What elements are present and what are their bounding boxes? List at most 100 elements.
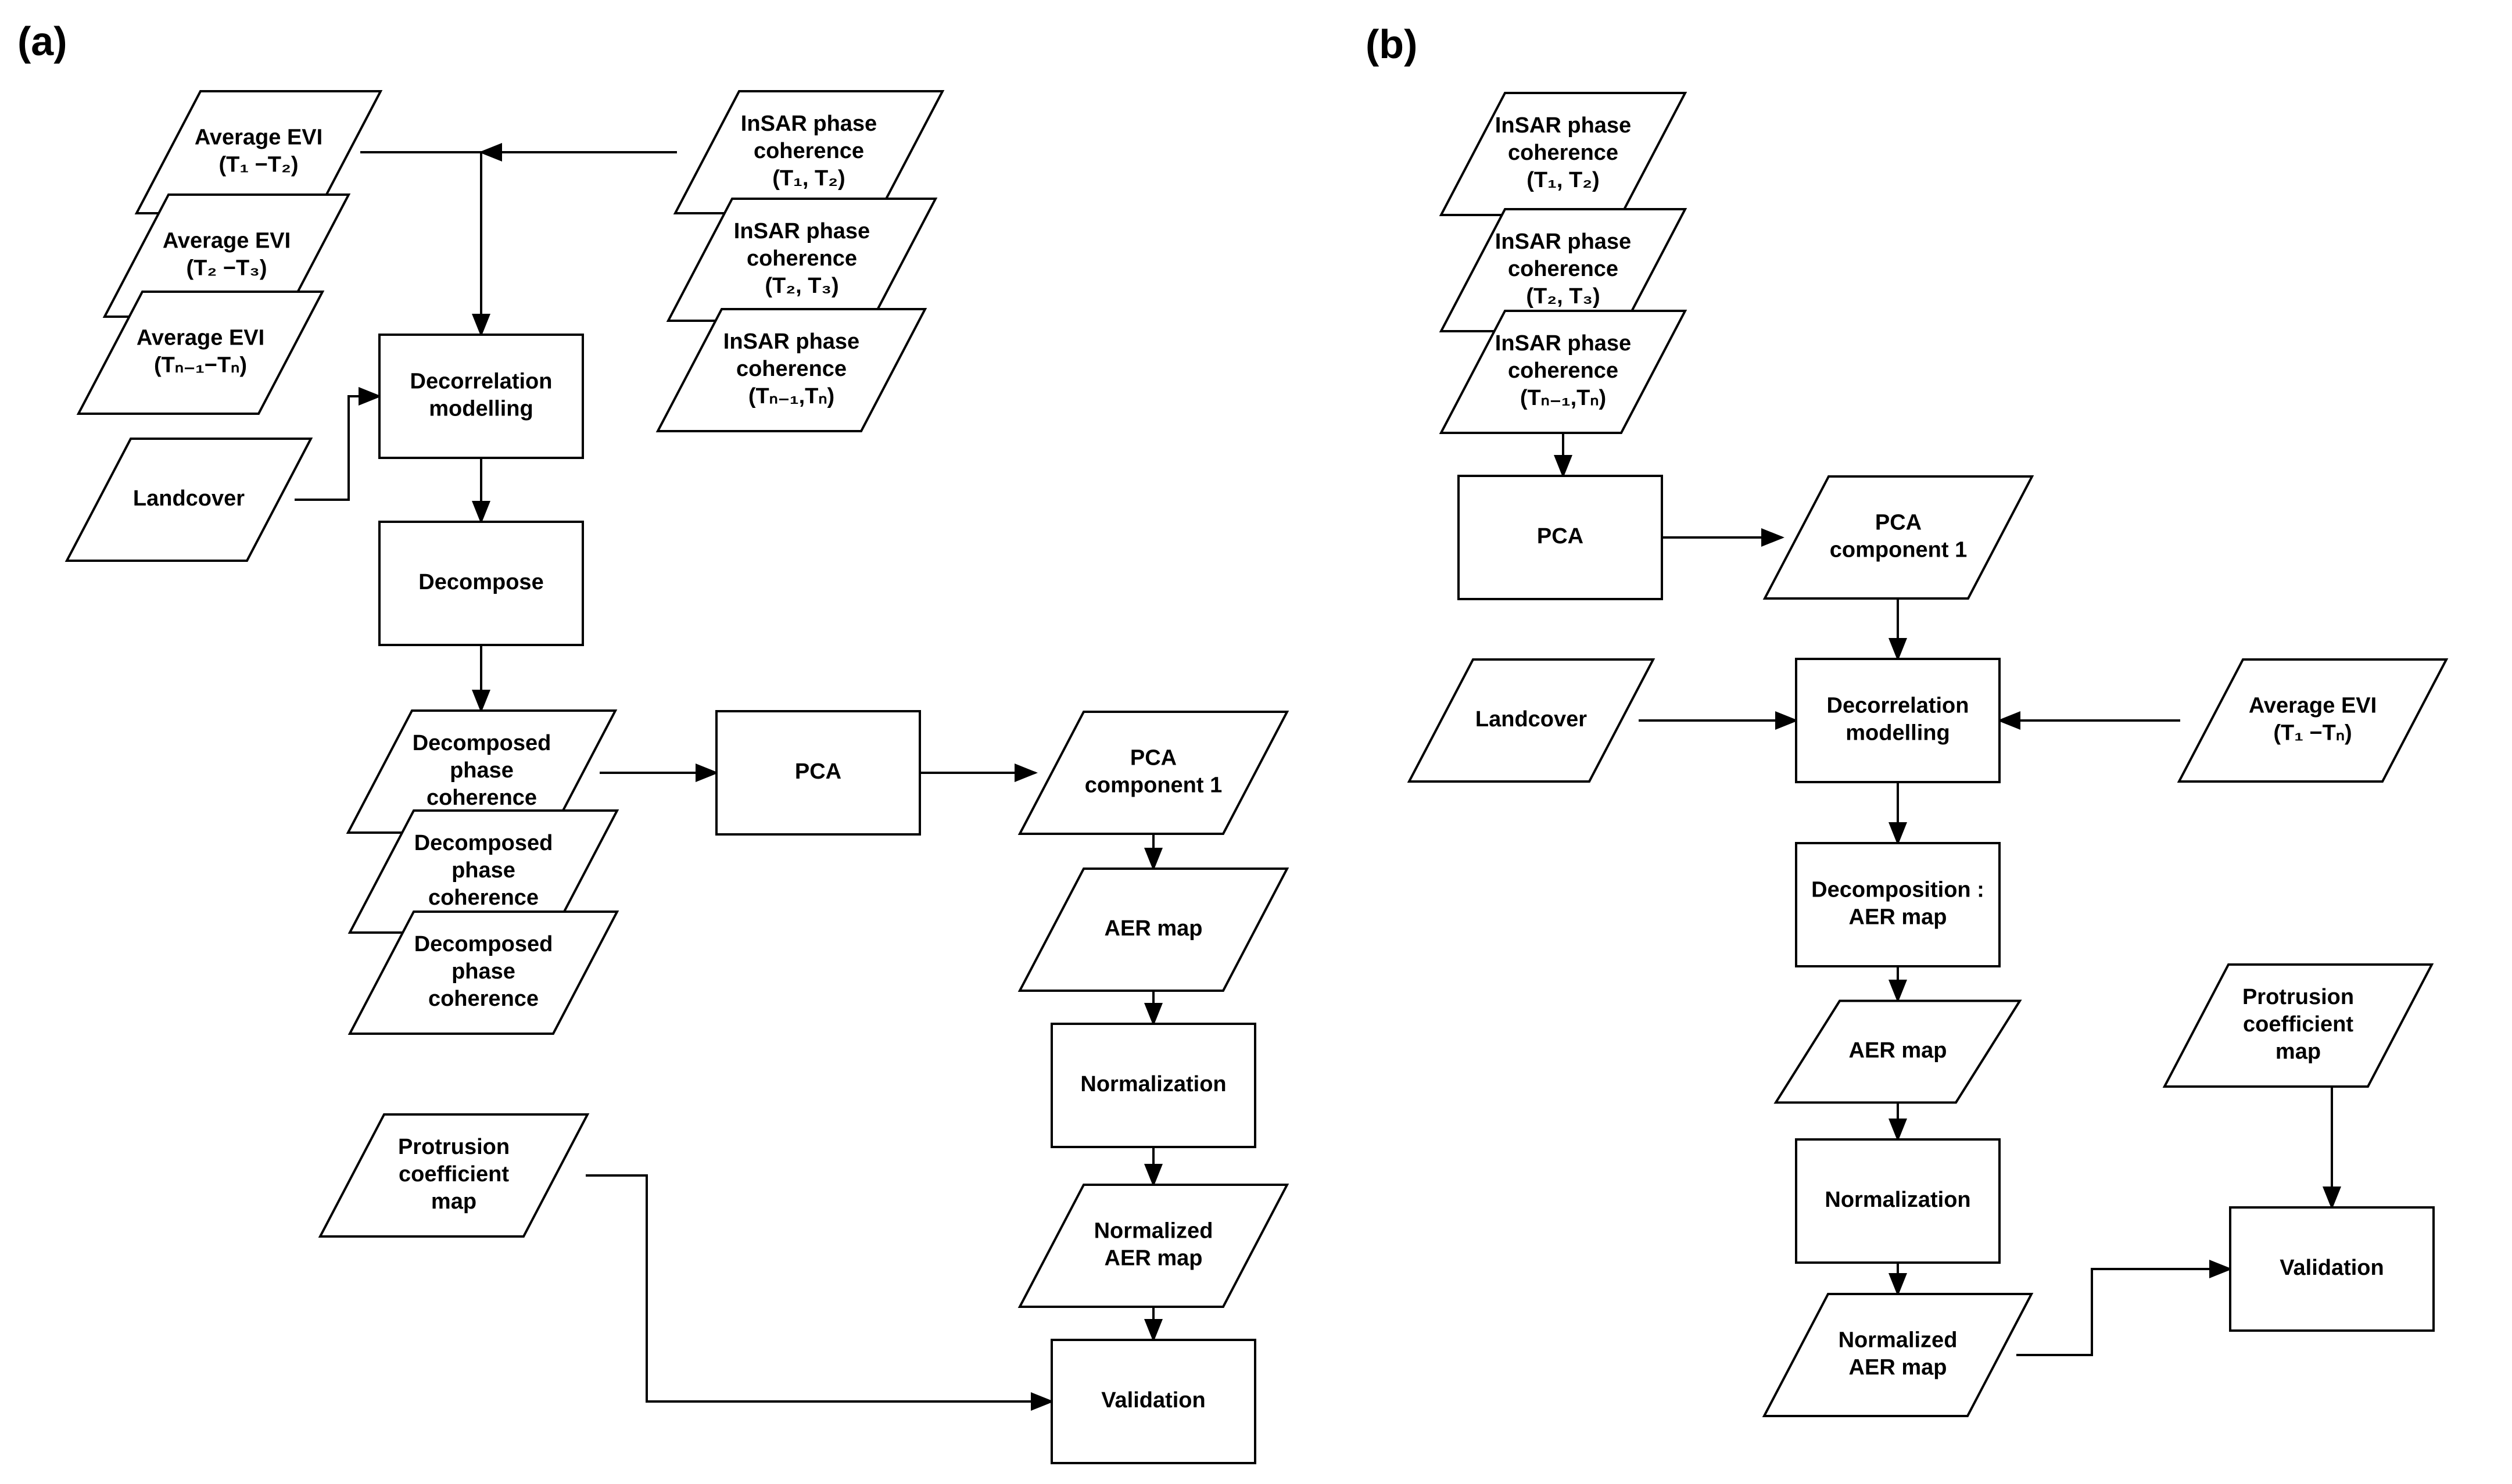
data-parallelogram bbox=[1773, 999, 2022, 1104]
data-node-b-evi: Average EVI(T₁ −Tₙ) bbox=[2177, 658, 2449, 783]
node-label-line: AER map bbox=[1105, 1246, 1203, 1271]
node-label-line: Validation bbox=[2280, 1256, 2384, 1280]
data-parallelogram bbox=[1762, 1293, 2034, 1417]
node-label-line: PCA bbox=[1875, 511, 1922, 535]
node-label-line: Average EVI bbox=[163, 229, 291, 253]
node-label-line: modelling bbox=[1846, 721, 1950, 745]
node-label-line: coherence bbox=[747, 246, 857, 271]
edge-layer bbox=[295, 143, 2341, 1411]
node-label-line: coherence bbox=[736, 357, 847, 381]
process-box-b-pca: PCA bbox=[1457, 475, 1663, 600]
node-label-line: InSAR phase bbox=[723, 329, 859, 354]
process-box-a-decomp: Decompose bbox=[378, 521, 584, 646]
data-node-a-evi2: Average EVI(T₂ −T₃) bbox=[102, 193, 351, 318]
node-label-line: (T₂, T₃) bbox=[765, 274, 838, 298]
node-label-line: coefficient bbox=[399, 1162, 509, 1187]
node-label-line: Decomposition : bbox=[1811, 878, 1984, 902]
process-box-a-pca: PCA bbox=[715, 710, 921, 836]
node-label-line: Decomposed bbox=[413, 731, 551, 755]
process-rect bbox=[1051, 1023, 1256, 1148]
node-label-line: AER map bbox=[1849, 1038, 1947, 1063]
panel-label-b: (b) bbox=[1366, 21, 1417, 67]
node-label-line: coherence bbox=[1508, 359, 1618, 383]
data-node-a-dpc3: Decomposed phase coherence bbox=[347, 911, 619, 1035]
node-label-line: component 1 bbox=[1830, 538, 1967, 562]
edge-b-naer-to-b-valid bbox=[2016, 1260, 2233, 1356]
node-label-line: phase bbox=[451, 959, 515, 984]
data-parallelogram bbox=[1017, 868, 1289, 992]
node-label-line: Decorrelation bbox=[410, 370, 553, 394]
node-label-line: Landcover bbox=[1475, 707, 1587, 732]
edge-a-land-to-a-decorr bbox=[295, 387, 382, 501]
data-node-b-pcacomp: PCA component 1 bbox=[1762, 475, 2034, 600]
node-label-line: Normalization bbox=[1080, 1072, 1226, 1096]
data-node-a-aer: AER map bbox=[1017, 868, 1289, 992]
panel-label-a: (a) bbox=[17, 19, 67, 64]
data-node-a-land: Landcover bbox=[64, 438, 313, 562]
node-label-line: Average EVI bbox=[137, 326, 264, 350]
node-label-line: Normalization bbox=[1825, 1188, 1970, 1212]
process-rect bbox=[715, 710, 921, 836]
node-label-line: (Tₙ₋₁−Tₙ) bbox=[154, 353, 247, 378]
process-box-b-decorr: Decorrelation modelling bbox=[1795, 658, 2001, 783]
node-label-line: Average EVI bbox=[2249, 694, 2377, 718]
data-node-a-coh2: InSAR phase coherence (T₂, T₃) bbox=[666, 198, 938, 322]
node-label-line: Protrusion bbox=[398, 1135, 510, 1159]
data-parallelogram bbox=[1407, 658, 1655, 783]
process-box-a-valid: Validation bbox=[1051, 1339, 1256, 1464]
process-box-b-decomp: Decomposition : AER map bbox=[1795, 842, 2001, 967]
process-rect bbox=[1795, 658, 2001, 783]
process-box-b-norm: Normalization bbox=[1795, 1138, 2001, 1264]
data-node-b-aer: AER map bbox=[1773, 999, 2022, 1104]
node-label-line: (T₁, T₂) bbox=[772, 166, 845, 191]
data-parallelogram bbox=[76, 291, 325, 415]
process-box-b-valid: Validation bbox=[2229, 1206, 2435, 1332]
node-label-line: modelling bbox=[429, 397, 533, 421]
node-label-line: component 1 bbox=[1085, 773, 1222, 798]
node-label-line: Protrusion bbox=[2242, 985, 2354, 1009]
data-parallelogram bbox=[2177, 658, 2449, 783]
node-label-line: Decomposed bbox=[414, 831, 553, 855]
process-rect bbox=[1795, 842, 2001, 967]
data-parallelogram bbox=[655, 308, 927, 432]
data-parallelogram bbox=[1439, 310, 1687, 434]
data-parallelogram bbox=[1017, 1184, 1289, 1308]
data-parallelogram bbox=[318, 1113, 590, 1238]
node-label-line: (T₂, T₃) bbox=[1526, 284, 1600, 309]
node-label-line: coherence bbox=[428, 987, 539, 1011]
data-parallelogram bbox=[2162, 963, 2434, 1088]
edge-a-evi1-to-a-decorr bbox=[360, 151, 490, 337]
node-label-line: phase bbox=[451, 858, 515, 883]
node-label-line: AER map bbox=[1849, 905, 1947, 930]
process-box-a-decorr: Decorrelation modelling bbox=[378, 334, 584, 459]
node-label-line: InSAR phase bbox=[1495, 331, 1631, 356]
node-label-line: coherence bbox=[1508, 257, 1618, 281]
process-rect bbox=[378, 334, 584, 459]
data-node-a-evi1: Average EVI(T₁ −T₂) bbox=[134, 90, 383, 214]
edge-a-protr-to-a-valid bbox=[586, 1174, 1054, 1411]
node-label-line: Landcover bbox=[133, 486, 245, 511]
node-label-line: InSAR phase bbox=[1495, 113, 1631, 138]
data-node-b-coh1: InSAR phase coherence (T₁, T₂) bbox=[1439, 92, 1687, 216]
data-node-a-evi3: Average EVI (Tₙ₋₁−Tₙ) bbox=[76, 291, 325, 415]
node-label-line: InSAR phase bbox=[1495, 230, 1631, 254]
node-label-line: Decorrelation bbox=[1827, 694, 1969, 718]
node-label-line: coherence bbox=[1508, 141, 1618, 165]
node-label-line: Decomposed bbox=[414, 932, 553, 956]
node-label-line: Normalized bbox=[1839, 1328, 1958, 1353]
node-label-line: AER map bbox=[1105, 916, 1203, 941]
node-label-line: map bbox=[2276, 1039, 2321, 1064]
node-label-line: Validation bbox=[1101, 1388, 1205, 1413]
node-label-line: (Tₙ₋₁,Tₙ) bbox=[748, 384, 834, 408]
node-label-line: (T₁, T₂) bbox=[1526, 168, 1599, 192]
data-parallelogram bbox=[64, 438, 313, 562]
node-label-line: InSAR phase bbox=[734, 219, 870, 243]
process-rect bbox=[1457, 475, 1663, 600]
node-label-line: coefficient bbox=[2243, 1012, 2353, 1037]
